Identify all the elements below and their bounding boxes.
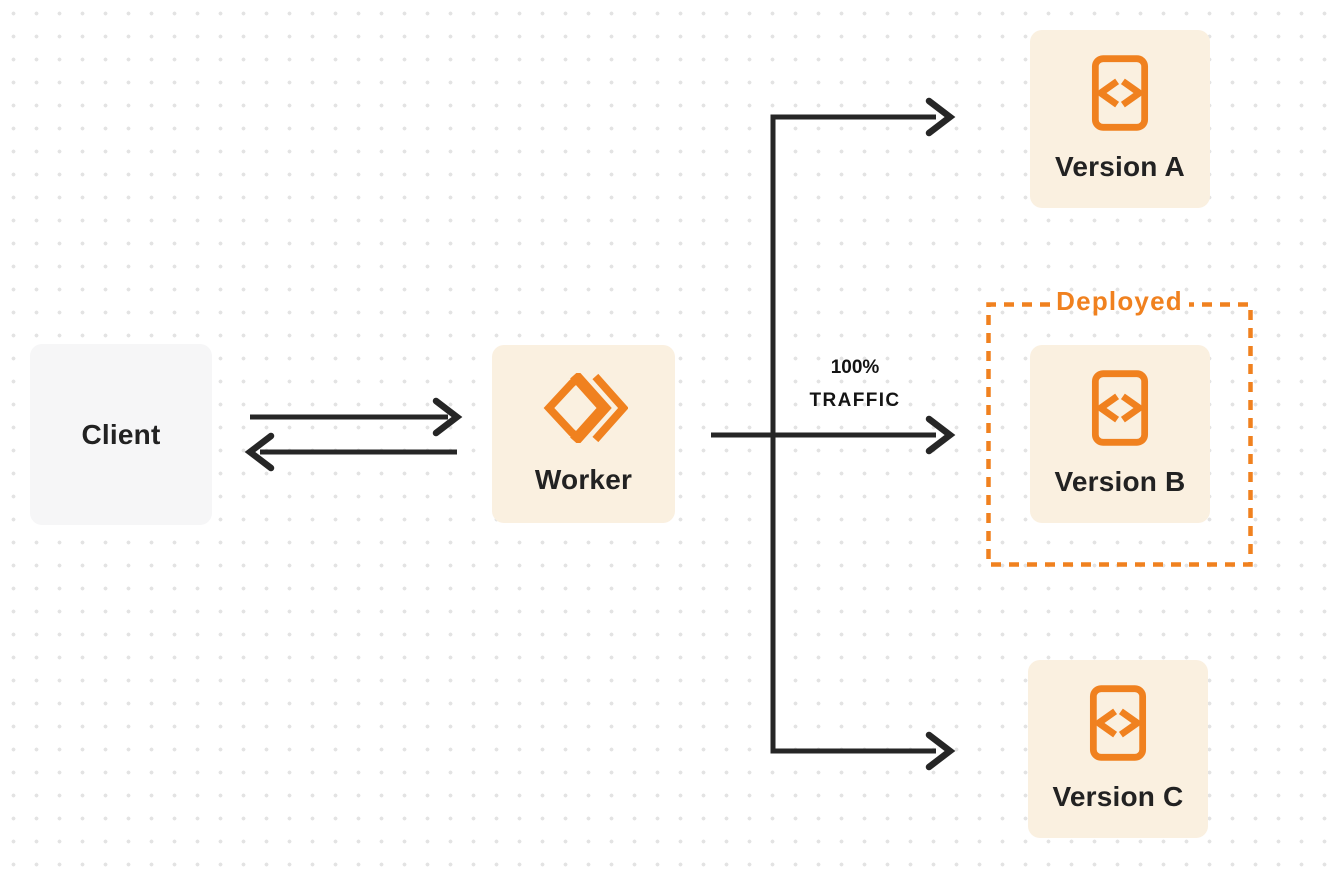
version-a-label: Version A	[1055, 151, 1185, 182]
client-node: Client	[30, 344, 212, 525]
version-b-node: Version B	[1030, 345, 1210, 523]
deployed-group: Deployed Version B	[986, 286, 1253, 567]
arrowhead-to-client	[244, 432, 275, 472]
version-b-label: Version B	[1054, 466, 1186, 497]
worker-node: Worker	[492, 345, 675, 523]
version-a-node: Version A	[1030, 30, 1210, 208]
client-label: Client	[81, 418, 161, 450]
arrowhead-version-b	[925, 415, 956, 455]
code-file-icon	[1089, 684, 1147, 762]
version-c-label: Version C	[1052, 781, 1184, 812]
version-c-node: Version C	[1028, 660, 1208, 838]
traffic-word-text: TRAFFIC	[809, 390, 901, 411]
traffic-trunk-line	[770, 114, 936, 754]
arrowhead-version-c	[925, 731, 956, 771]
code-file-icon	[1091, 54, 1149, 132]
workers-logo-icon	[540, 373, 628, 443]
deployed-label: Deployed	[1056, 286, 1183, 316]
traffic-percent-text: 100%	[830, 357, 880, 378]
code-file-icon	[1091, 369, 1149, 447]
traffic-label: 100% TRAFFIC	[775, 351, 935, 417]
deployed-dashed-border	[986, 302, 1253, 567]
arrowhead-version-a	[925, 97, 956, 137]
worker-label: Worker	[534, 464, 633, 495]
arrowhead-to-worker	[432, 397, 463, 437]
